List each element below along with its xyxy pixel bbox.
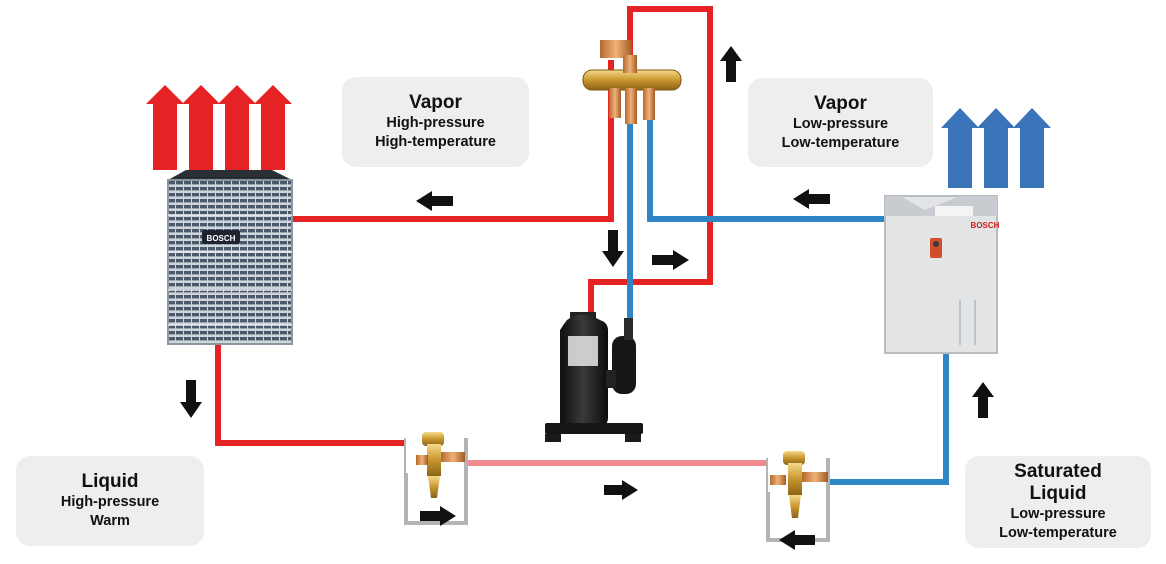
saturated-liquid-line bbox=[830, 350, 949, 485]
flow-arrow-left bbox=[416, 191, 453, 211]
heat-up-arrow bbox=[977, 108, 1015, 188]
vapor-line-low bbox=[647, 120, 885, 222]
flow-arrows bbox=[180, 46, 994, 550]
expansion-valve-right bbox=[766, 451, 830, 542]
saturated-low-pressure: Low-pressure bbox=[1010, 506, 1106, 522]
vapor-high-label: Vapor High-pressure High-temperature bbox=[342, 77, 529, 167]
heat-up-arrow bbox=[1013, 108, 1051, 188]
liquid-high-title: Liquid bbox=[81, 471, 139, 492]
saturated-title-line2: Liquid bbox=[1029, 483, 1087, 504]
compressor-discharge-line bbox=[588, 6, 713, 313]
evaporator-coil-icon: BOSCH bbox=[884, 195, 1000, 354]
vapor-low-temperature: Low-temperature bbox=[781, 134, 900, 151]
indoor-coil-brand: BOSCH bbox=[971, 221, 1000, 230]
vapor-low-pressure: Low-pressure bbox=[792, 115, 889, 132]
liquid-line-high bbox=[215, 345, 420, 446]
compressor-icon bbox=[545, 312, 643, 442]
flow-arrow-right bbox=[604, 480, 638, 500]
heat-up-arrow bbox=[182, 85, 220, 170]
outdoor-unit-brand: BOSCH bbox=[207, 234, 236, 243]
heat-absorption-arrows bbox=[941, 108, 1051, 188]
flow-arrow-down bbox=[180, 380, 202, 418]
flow-arrow-up bbox=[972, 382, 994, 418]
vapor-high-temperature: High-temperature bbox=[375, 134, 496, 150]
vapor-low-title: Vapor bbox=[814, 92, 867, 114]
expansion-valve-left bbox=[404, 432, 468, 525]
reversing-valve-icon bbox=[582, 40, 682, 124]
heat-up-arrow bbox=[254, 85, 292, 170]
flow-arrow-up bbox=[720, 46, 742, 82]
heat-rejection-arrows bbox=[146, 85, 292, 170]
condenser-unit-icon: BOSCH bbox=[167, 170, 293, 345]
liquid-high-temperature: Warm bbox=[90, 513, 130, 529]
flow-arrow-left bbox=[793, 189, 830, 209]
saturated-low-temperature: Low-temperature bbox=[999, 525, 1117, 541]
flow-arrow-down bbox=[602, 230, 624, 267]
vapor-high-title: Vapor bbox=[409, 92, 462, 113]
vapor-low-label: Vapor Low-pressure Low-temperature bbox=[748, 78, 933, 167]
liquid-high-label: Liquid High-pressure Warm bbox=[16, 456, 204, 546]
flow-arrow-left bbox=[779, 530, 815, 550]
flow-arrow-right bbox=[420, 506, 456, 526]
heat-up-arrow bbox=[218, 85, 256, 170]
saturated-liquid-label: Saturated Liquid Low-pressure Low-temper… bbox=[965, 456, 1151, 548]
heat-up-arrow bbox=[146, 85, 184, 170]
liquid-high-pressure: High-pressure bbox=[60, 494, 160, 510]
flow-arrow-right bbox=[652, 250, 689, 270]
heat-up-arrow bbox=[941, 108, 979, 188]
vapor-high-pressure: High-pressure bbox=[386, 115, 485, 131]
saturated-title-line1: Saturated bbox=[1014, 461, 1102, 482]
